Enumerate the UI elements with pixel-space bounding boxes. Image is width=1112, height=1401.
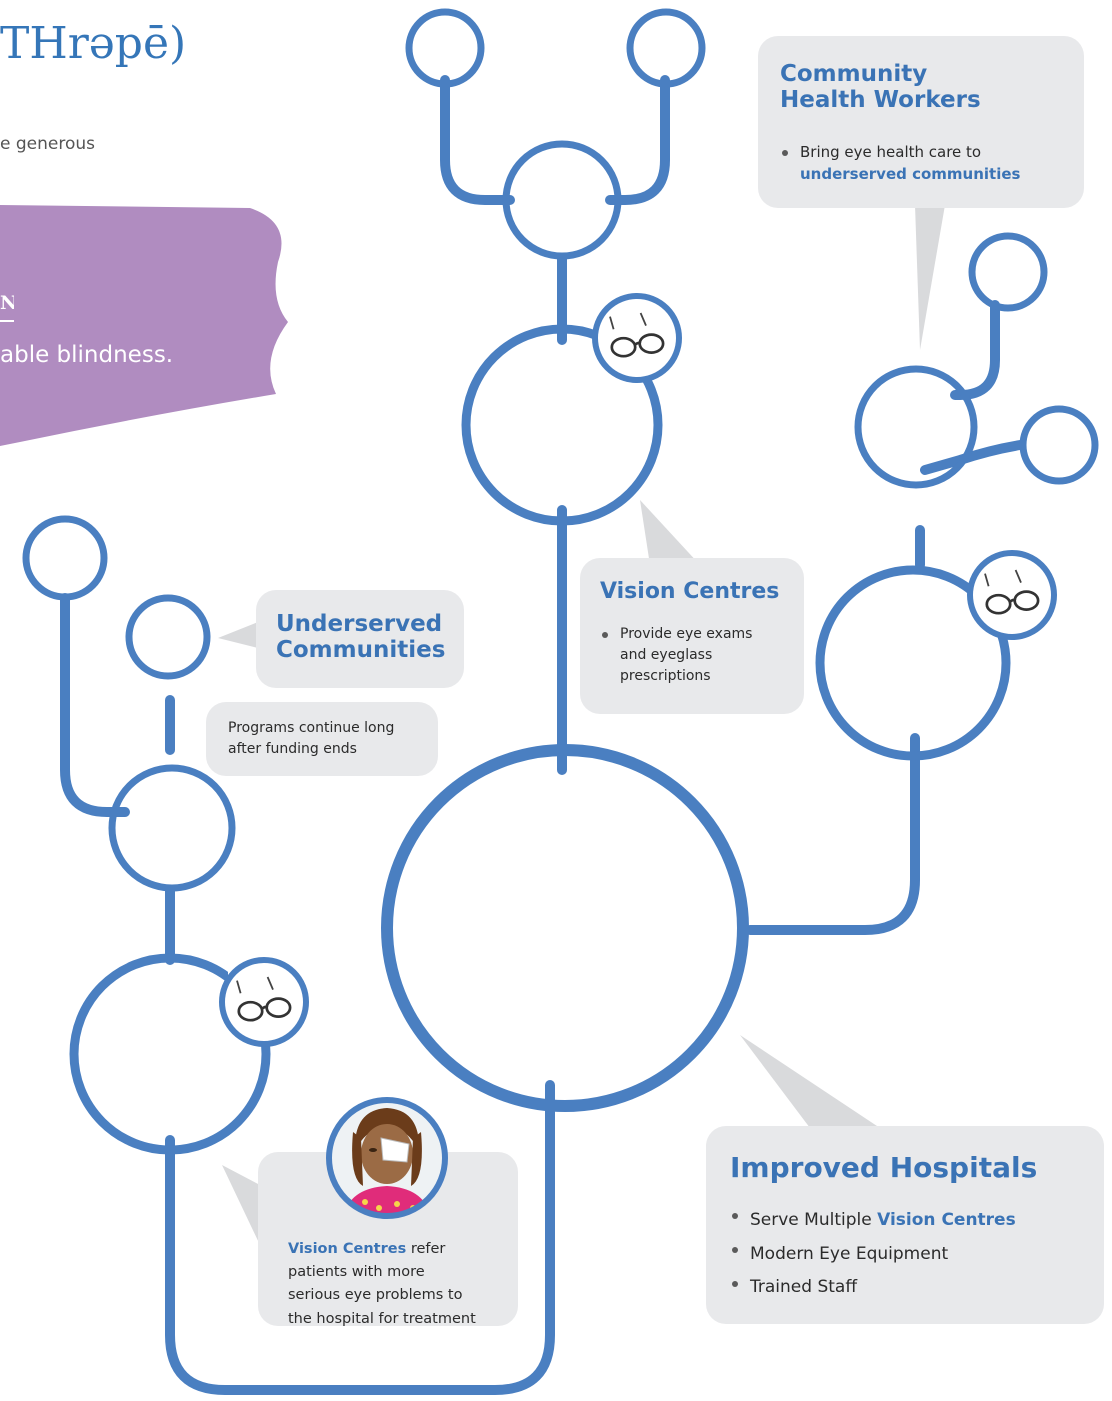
patient-node (326, 1097, 448, 1219)
vision-centre-node-3 (69, 953, 271, 1155)
chw-bullet: Bring eye health care to underserved com… (780, 142, 1020, 186)
referral-highlight: Vision Centres (288, 1241, 407, 1257)
glasses-node-2 (967, 550, 1057, 640)
callout-community-health-workers: Community Health Workers Bring eye healt… (758, 36, 1084, 208)
hospital-bullet-3: Trained Staff (730, 1271, 1016, 1305)
referral-line4: the hospital for treatment (288, 1310, 476, 1327)
chw-bullet-highlight: underserved communities (800, 164, 1021, 183)
worker-node-3 (108, 764, 236, 892)
village-node-2 (626, 8, 706, 88)
callout-vision-centres: Vision Centres Provide eye exams and eye… (580, 558, 804, 714)
village-node-4 (1019, 405, 1099, 485)
mission-text-fragment: able blindness. (0, 342, 174, 368)
referral-line3: serious eye problems to (288, 1287, 463, 1304)
programs-line1: Programs continue long (228, 720, 395, 736)
mission-brush-shape (0, 205, 288, 446)
programs-line2: after funding ends (228, 741, 357, 757)
underserved-title-line2: Communities (276, 636, 446, 663)
callout-underserved-communities: Underserved Communities (256, 590, 464, 688)
page-title-fragment: THrəpē) (0, 18, 187, 69)
vision-centre-node-1 (461, 324, 663, 526)
village-node-6 (125, 594, 211, 680)
glasses-node-3 (219, 957, 309, 1047)
hospital-bullet-2: Modern Eye Equipment (730, 1238, 1016, 1272)
village-node-5 (22, 515, 108, 601)
worker-node-2 (854, 365, 978, 489)
chw-title-line1: Community (780, 61, 928, 87)
hospital-bullet-1: Serve Multiple Vision Centres (730, 1204, 1016, 1238)
chw-title-line2: Health Workers (780, 86, 981, 113)
worker-node-1 (502, 140, 622, 260)
callout-pointers (218, 205, 945, 1245)
callout-improved-hospitals: Improved Hospitals Serve Multiple Vision… (706, 1126, 1104, 1324)
improved-hospitals-title: Improved Hospitals (730, 1151, 1038, 1184)
callout-programs: Programs continue long after funding end… (206, 702, 438, 776)
vision-centre-node-2 (815, 565, 1011, 761)
vision-centres-bullet: Provide eye exams and eyeglass prescript… (600, 624, 752, 687)
underserved-title-line1: Underserved (276, 611, 443, 637)
subtitle-fragment: e generous (0, 134, 95, 154)
hospital-node (381, 744, 749, 1112)
mission-heading-fragment: N (0, 292, 14, 322)
vision-centres-title: Vision Centres (600, 579, 780, 604)
village-node-3 (968, 232, 1048, 312)
glasses-node-1 (592, 293, 682, 383)
network-lines (60, 75, 1025, 1395)
referral-line2: patients with more (288, 1264, 425, 1281)
village-node-1 (405, 8, 485, 88)
